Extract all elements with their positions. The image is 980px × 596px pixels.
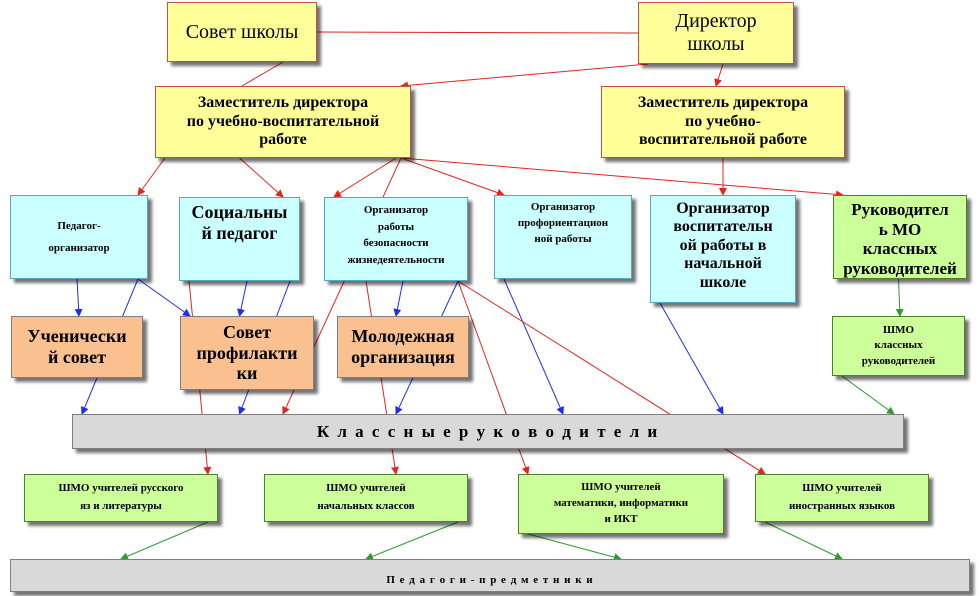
- shmo-math-label: ШМО учителей математики, информатики и И…: [553, 481, 689, 525]
- connector-shmo-russian-to-subject-teachers: [120, 521, 209, 560]
- school-council-label: Совет школы: [185, 20, 299, 43]
- shmo-foreign-box: ШМО учителей иностранных языков: [755, 474, 929, 522]
- safety-organizer-box: Организатор работы безопасности жизнедея…: [324, 197, 468, 281]
- social-teacher-box: Социальны й педагог: [179, 197, 300, 281]
- deputy-director-left-label: Заместитель директора по учебно-воспитат…: [186, 94, 380, 149]
- shmo-foreign-label: ШМО учителей иностранных языков: [788, 482, 896, 512]
- student-council-label: Ученически й совет: [27, 326, 127, 367]
- shmo-primary-label: ШМО учителей начальных классов: [317, 482, 415, 512]
- primary-organizer-label: Организатор воспитательн ой работы в нач…: [673, 200, 773, 291]
- connector-shmo-primary-to-subject-teachers: [365, 521, 459, 561]
- safety-organizer-label: Организатор работы безопасности жизнедея…: [347, 204, 445, 266]
- connector-director-to-deputy-left: [400, 63, 649, 90]
- connector-school-council-to-director: [316, 31, 639, 34]
- connector-teacher-organizer-to-student-council: [74, 278, 83, 317]
- connector-career-organizer-to-class-teachers: [503, 278, 564, 415]
- youth-organization-label: Молодежная организация: [351, 326, 455, 367]
- prevention-council-label: Совет профилакти ки: [196, 321, 298, 384]
- class-teachers-label: К л а с с н ы е р у к о в о д и т е л и: [316, 421, 660, 441]
- connector-school-council-to-deputy-left: [241, 61, 284, 87]
- connector-teacher-organizer-to-prevention-council: [137, 278, 191, 317]
- teacher-organizer-label: Педагог- организатор: [48, 220, 110, 254]
- connector-shmo-class-to-class-teachers: [841, 375, 895, 415]
- career-organizer-box: Организатор профориентацион ной работы: [494, 195, 632, 279]
- subject-teachers-label: П е д а г о г и - п р е д м е т н и к и: [386, 574, 594, 587]
- class-teachers-bar: К л а с с н ы е р у к о в о д и т е л и: [72, 414, 904, 449]
- connector-shmo-math-to-subject-teachers: [527, 533, 622, 562]
- shmo-russian-label: ШМО учителей русского яз и литературы: [58, 482, 184, 512]
- school-council-box: Совет школы: [167, 2, 317, 62]
- shmo-russian-box: ШМО учителей русского яз и литературы: [24, 474, 218, 522]
- shmo-class-teachers-label: ШМО классных руководителей: [861, 323, 936, 367]
- deputy-director-right-label: Заместитель директора по учебно- воспита…: [637, 94, 809, 149]
- social-teacher-label: Социальны й педагог: [191, 202, 288, 243]
- student-council-box: Ученически й совет: [11, 316, 143, 378]
- teacher-organizer-box: Педагог- организатор: [10, 195, 148, 279]
- connector-deputy-left-to-teacher-organizer: [137, 157, 166, 196]
- mo-head-box: Руководител ь МО классных руководителей: [833, 195, 967, 279]
- connector-director-to-deputy-right: [714, 63, 724, 87]
- youth-organization-box: Молодежная организация: [337, 316, 469, 378]
- connector-primary-organizer-to-class-teachers: [659, 302, 724, 415]
- connector-deputy-left-to-social-teacher: [239, 157, 284, 198]
- primary-organizer-box: Организатор воспитательн ой работы в нач…: [650, 195, 796, 303]
- subject-teachers-bar: П е д а г о г и - п р е д м е т н и к и: [10, 559, 970, 592]
- shmo-math-box: ШМО учителей математики, информатики и И…: [518, 474, 724, 534]
- career-organizer-label: Организатор профориентацион ной работы: [517, 201, 609, 245]
- connector-social-teacher-to-prevention-council: [237, 280, 248, 317]
- director-label: Директор школы: [675, 10, 757, 55]
- connector-deputy-left-to-career-organizer: [400, 157, 505, 197]
- connector-mo-head-to-shmo-class: [895, 278, 904, 317]
- mo-head-label: Руководител ь МО классных руководителей: [843, 200, 957, 278]
- connector-safety-organizer-to-youth-org: [393, 280, 404, 317]
- deputy-director-left-box: Заместитель директора по учебно-воспитат…: [155, 86, 411, 158]
- connector-shmo-foreign-to-subject-teachers: [764, 521, 843, 560]
- deputy-director-right-box: Заместитель директора по учебно- воспита…: [601, 86, 845, 158]
- prevention-council-box: Совет профилакти ки: [180, 316, 314, 390]
- shmo-primary-box: ШМО учителей начальных классов: [264, 474, 468, 522]
- director-box: Директор школы: [638, 2, 794, 64]
- shmo-class-teachers-box: ШМО классных руководителей: [832, 316, 965, 376]
- connector-deputy-left-to-mo-head: [400, 157, 844, 199]
- connector-deputy-left-to-safety-organizer: [333, 157, 397, 198]
